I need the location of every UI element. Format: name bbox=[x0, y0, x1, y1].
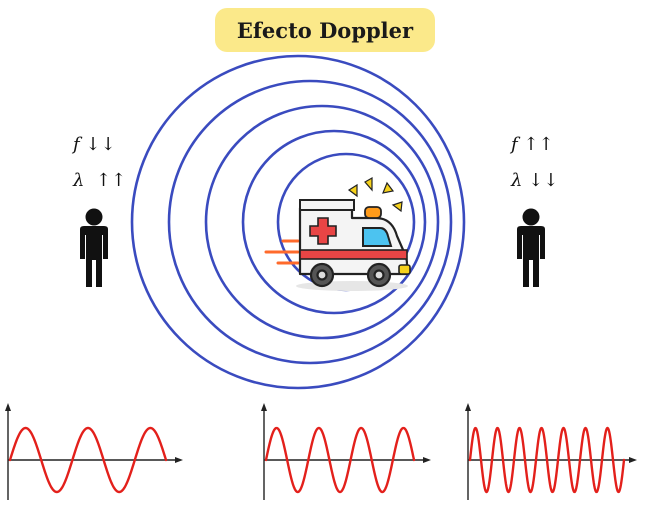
wavefront-circle bbox=[130, 54, 466, 390]
wavefront-circles bbox=[130, 54, 466, 390]
right-waveform-axes bbox=[465, 403, 637, 500]
center-waveform-axes bbox=[261, 403, 431, 500]
wavefront-circle bbox=[241, 129, 427, 315]
left-frequency-label: f ↓↓ bbox=[73, 134, 116, 155]
right-waveform bbox=[468, 426, 626, 494]
right-wavelength-label: λ ↓↓ bbox=[511, 170, 559, 191]
wavefront-circle bbox=[204, 104, 440, 340]
title-badge: Efecto Doppler bbox=[215, 8, 435, 52]
ambulance-icon bbox=[264, 176, 411, 291]
person-icon bbox=[517, 208, 545, 287]
person-icon bbox=[80, 208, 108, 287]
right-frequency-label: f ↑↑ bbox=[511, 134, 554, 155]
left-wavelength-label: λ ↑↑ bbox=[73, 170, 127, 191]
page-title: Efecto Doppler bbox=[236, 17, 414, 43]
center-waveform bbox=[264, 426, 416, 494]
left-waveform-axes bbox=[5, 403, 183, 500]
wavefront-circle bbox=[167, 79, 453, 365]
left-waveform bbox=[8, 426, 168, 494]
